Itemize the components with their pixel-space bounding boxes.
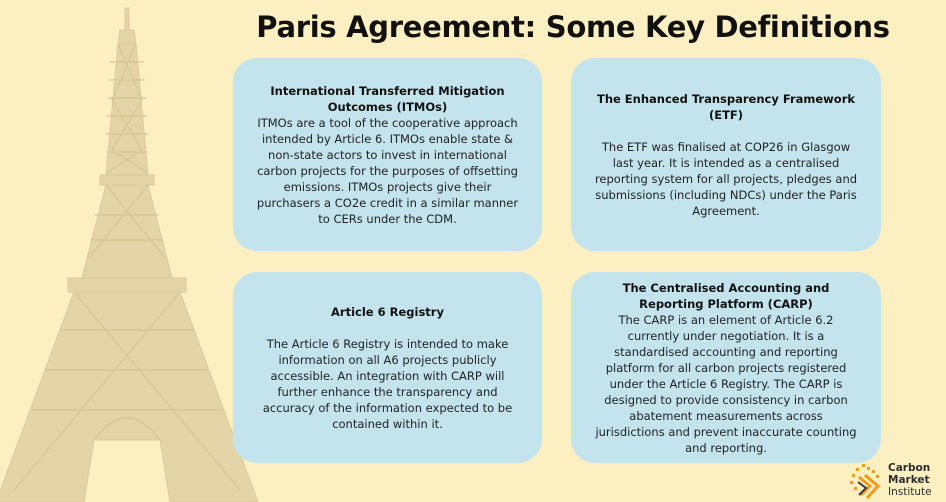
article6-registry-card: Article 6 Registry The Article 6 Registr… (233, 272, 542, 463)
logo-line-3: Institute (888, 486, 932, 498)
carp-card-heading: The Centralised Accounting and Reporting… (622, 280, 830, 311)
logo-wordmark: Carbon Market Institute (888, 462, 932, 498)
article6-registry-card-heading: Article 6 Registry (331, 304, 444, 319)
carp-card-body: The CARP is an element of Article 6.2 cu… (595, 312, 857, 455)
itmos-card-body: ITMOs are a tool of the cooperative appr… (256, 115, 519, 226)
eiffel-tower-illustration (0, 7, 259, 502)
logo-line-2: Market (888, 474, 930, 486)
itmos-card-heading: International Transferred Mitigation Out… (270, 83, 505, 114)
etf-card-spacer (593, 123, 859, 139)
article6-registry-card-spacer (255, 320, 520, 336)
etf-card-heading: The Enhanced Transparency Framework (ETF… (596, 91, 856, 122)
carp-card: The Centralised Accounting and Reporting… (571, 272, 881, 463)
itmos-card: International Transferred Mitigation Out… (233, 58, 542, 251)
page-title: Paris Agreement: Some Key Definitions (256, 10, 890, 44)
article6-registry-card-body: The Article 6 Registry is intended to ma… (262, 336, 513, 431)
etf-card: The Enhanced Transparency Framework (ETF… (571, 58, 881, 251)
carbon-market-institute-logo: Carbon Market Institute (848, 459, 946, 502)
logo-line-1: Carbon (888, 462, 931, 474)
etf-card-body: The ETF was finalised at COP26 in Glasgo… (594, 139, 858, 218)
logo-mark-icon (850, 464, 881, 500)
